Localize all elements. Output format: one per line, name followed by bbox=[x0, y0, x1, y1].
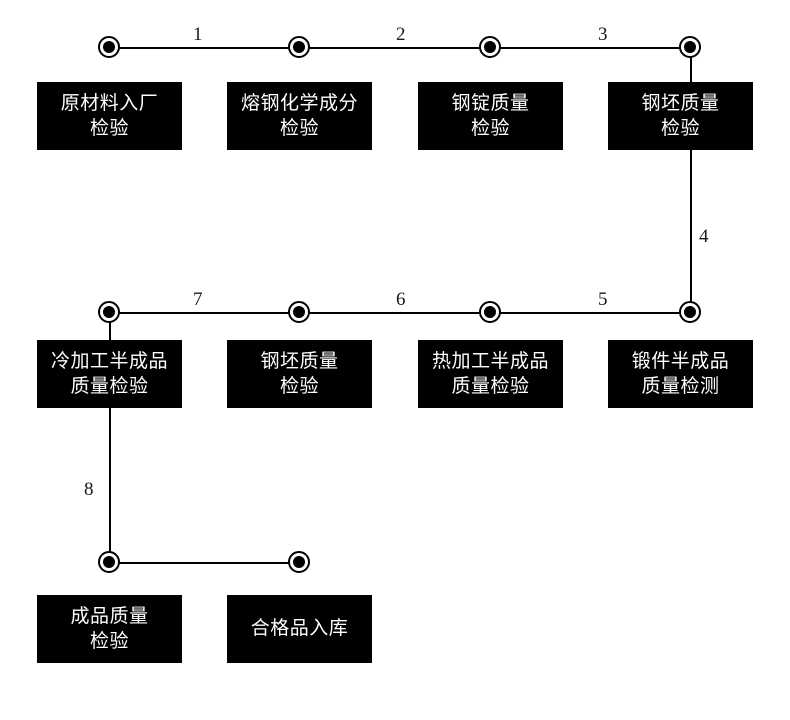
process-box-hot-worked-semifinished-quality-inspection[interactable]: 热加工半成品 质量检验 bbox=[418, 340, 563, 408]
edge-line-4 bbox=[690, 47, 692, 312]
edge-label-3: 3 bbox=[598, 24, 608, 45]
edge-line-1 bbox=[109, 47, 299, 49]
node-marker-forging[interactable] bbox=[679, 301, 701, 323]
node-marker-warehousing[interactable] bbox=[288, 551, 310, 573]
node-marker-cold-worked[interactable] bbox=[98, 301, 120, 323]
edge-label-7: 7 bbox=[193, 289, 203, 310]
edge-line-6 bbox=[299, 312, 490, 314]
process-box-qualified-product-warehousing[interactable]: 合格品入库 bbox=[227, 595, 372, 663]
node-marker-raw-material[interactable] bbox=[98, 36, 120, 58]
process-box-billet-quality-inspection-top[interactable]: 钢坯质量 检验 bbox=[608, 82, 753, 150]
node-marker-billet-mid[interactable] bbox=[288, 301, 310, 323]
process-box-steel-ingot-quality-inspection[interactable]: 钢锭质量 检验 bbox=[418, 82, 563, 150]
edge-label-1: 1 bbox=[193, 24, 203, 45]
edge-line-8 bbox=[109, 312, 111, 562]
process-box-billet-quality-inspection-mid[interactable]: 钢坯质量 检验 bbox=[227, 340, 372, 408]
edge-line-7 bbox=[109, 312, 299, 314]
node-marker-steel-ingot[interactable] bbox=[479, 36, 501, 58]
process-box-cold-worked-semifinished-quality-inspection[interactable]: 冷加工半成品 质量检验 bbox=[37, 340, 182, 408]
edge-label-5: 5 bbox=[598, 289, 608, 310]
node-marker-billet-top[interactable] bbox=[679, 36, 701, 58]
process-box-raw-material-inspection[interactable]: 原材料入厂 检验 bbox=[37, 82, 182, 150]
edge-label-2: 2 bbox=[396, 24, 406, 45]
process-box-forging-semifinished-quality-test[interactable]: 锻件半成品 质量检测 bbox=[608, 340, 753, 408]
node-marker-molten-steel[interactable] bbox=[288, 36, 310, 58]
edge-line-9 bbox=[109, 562, 299, 564]
edge-label-8: 8 bbox=[84, 479, 94, 500]
edge-label-4: 4 bbox=[699, 226, 709, 247]
edge-line-2 bbox=[299, 47, 490, 49]
node-marker-finished-product[interactable] bbox=[98, 551, 120, 573]
edge-line-5 bbox=[490, 312, 690, 314]
edge-line-3 bbox=[490, 47, 690, 49]
edge-label-6: 6 bbox=[396, 289, 406, 310]
process-box-finished-product-quality-inspection[interactable]: 成品质量 检验 bbox=[37, 595, 182, 663]
node-marker-hot-worked[interactable] bbox=[479, 301, 501, 323]
process-box-molten-steel-composition-inspection[interactable]: 熔钢化学成分 检验 bbox=[227, 82, 372, 150]
